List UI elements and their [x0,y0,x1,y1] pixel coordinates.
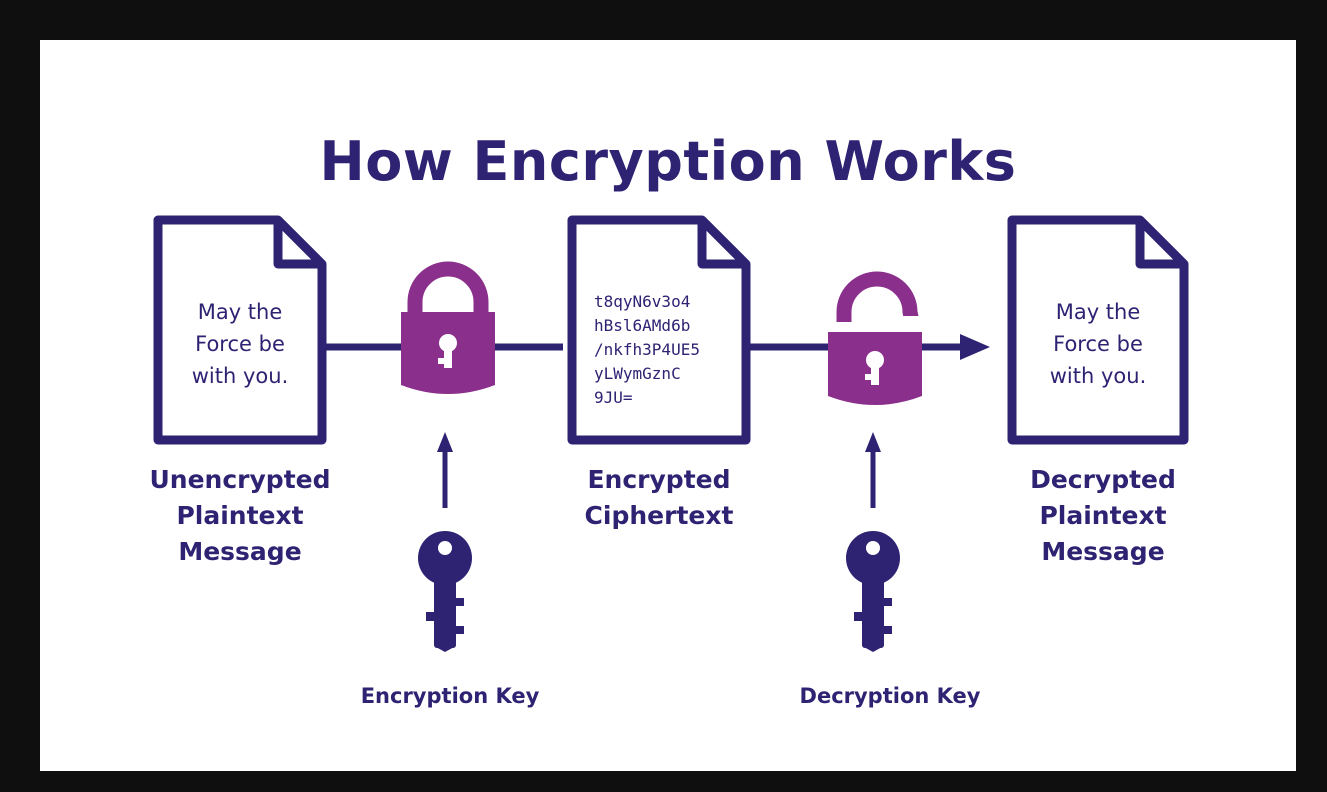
caption-line: Encrypted [587,465,731,494]
plaintext-document-icon [153,215,327,445]
decrypted-message: May the Force be with you. [1016,296,1180,392]
encryption-key-label: Encryption Key [360,684,540,708]
caption-line: Message [1041,537,1165,566]
arrow-up-decryption [865,432,881,508]
decrypted-document-icon [1007,215,1189,445]
decryption-key-label: Decryption Key [799,684,981,708]
closed-padlock-icon [401,261,495,394]
ciphertext-message: t8qyN6v3o4 hBsl6AMd6b /nkfh3P4UE5 yLWymG… [594,290,744,410]
decrypted-line: May the [1055,300,1141,324]
plaintext-caption: Unencrypted Plaintext Message [120,462,360,570]
decrypted-line: with you. [1049,364,1147,388]
arrow-up-encryption [437,432,453,508]
diagram-canvas: How Encryption Works [40,40,1296,771]
open-padlock-icon [828,271,924,405]
ciphertext-line: yLWymGznC [594,364,681,383]
decrypted-line: Force be [1053,332,1143,356]
ciphertext-caption: Encrypted Ciphertext [539,462,779,534]
diagram-title: How Encryption Works [319,130,1017,193]
decrypted-caption: Decrypted Plaintext Message [983,462,1223,570]
plaintext-message: May the Force be with you. [158,296,322,392]
plaintext-line: Force be [195,332,285,356]
decryption-key-icon [846,531,900,652]
caption-line: Message [178,537,302,566]
caption-line: Decrypted [1030,465,1176,494]
caption-line: Plaintext [176,501,304,530]
diagram-graphics [153,215,1189,652]
ciphertext-line: t8qyN6v3o4 [594,292,691,311]
encryption-key-icon [418,531,472,652]
arrowhead-to-decrypted [960,334,990,360]
ciphertext-document-icon [567,215,751,445]
caption-line: Plaintext [1039,501,1167,530]
ciphertext-line: 9JU= [594,388,633,407]
ciphertext-line: /nkfh3P4UE5 [594,340,700,359]
caption-line: Unencrypted [149,465,331,494]
ciphertext-line: hBsl6AMd6b [594,316,691,335]
plaintext-line: May the [197,300,283,324]
plaintext-line: with you. [191,364,289,388]
caption-line: Ciphertext [584,501,734,530]
